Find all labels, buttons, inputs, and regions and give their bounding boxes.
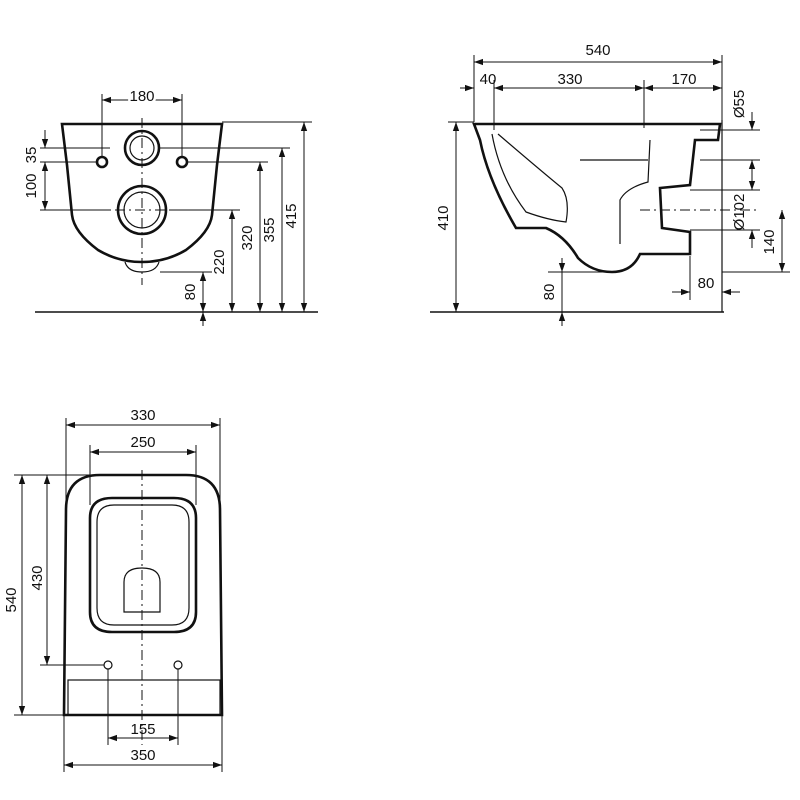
dim-top-bowl-length: 430	[29, 565, 46, 590]
top-outline	[62, 473, 224, 717]
dim-side-floor-clearance: 80	[541, 284, 558, 301]
dim-side-rim-offset: 40	[480, 71, 497, 88]
dim-top-bolt-spacing: 155	[130, 721, 155, 738]
front-bolt-hole-right	[175, 155, 189, 169]
dim-front-hole-spacing: 180	[129, 88, 154, 105]
side-trap-inner	[619, 139, 651, 244]
side-view: 540 40 330 170 Ø55 Ø102 140 410	[430, 42, 790, 326]
dim-top-rear-width: 350	[130, 747, 155, 764]
dim-front-lower-offset: 100	[23, 173, 40, 198]
top-rear-block	[67, 679, 221, 716]
dim-front-floor-to-bolts: 355	[261, 217, 278, 242]
dim-side-outlet-height: 140	[761, 229, 778, 254]
top-bolt-hole-right	[173, 660, 183, 670]
side-outline	[472, 122, 722, 274]
dim-front-floor-to-bottom: 80	[182, 284, 199, 301]
top-view: 330 250 540 430 155 350	[3, 407, 224, 772]
dim-front-floor-to-outlet: 220	[211, 249, 228, 274]
side-bowl-inner	[491, 133, 568, 223]
dim-side-mid-length: 330	[557, 71, 582, 88]
top-outlet	[123, 567, 161, 613]
dim-side-total-length: 540	[585, 42, 610, 59]
dim-front-total-height: 415	[283, 203, 300, 228]
dim-side-outlet-length: 80	[698, 275, 715, 292]
dim-front-floor-to-inlet: 320	[239, 225, 256, 250]
dim-side-outlet-diameter: Ø102	[731, 194, 748, 231]
dim-front-upper-offset: 35	[23, 147, 40, 164]
dim-side-rear-length: 170	[671, 71, 696, 88]
dim-top-front-width: 330	[130, 407, 155, 424]
dim-top-bowl-width: 250	[130, 434, 155, 451]
front-view: 180 35 100 80 220 320 355 415	[23, 86, 318, 326]
top-bowl-inner	[96, 504, 190, 626]
top-bowl-outline	[88, 496, 198, 634]
top-bolt-hole-left	[103, 660, 113, 670]
dim-side-inlet-diameter: Ø55	[731, 90, 748, 118]
dim-top-total-length: 540	[3, 587, 20, 612]
front-bolt-hole-left	[95, 155, 109, 169]
dim-side-height: 410	[435, 205, 452, 230]
